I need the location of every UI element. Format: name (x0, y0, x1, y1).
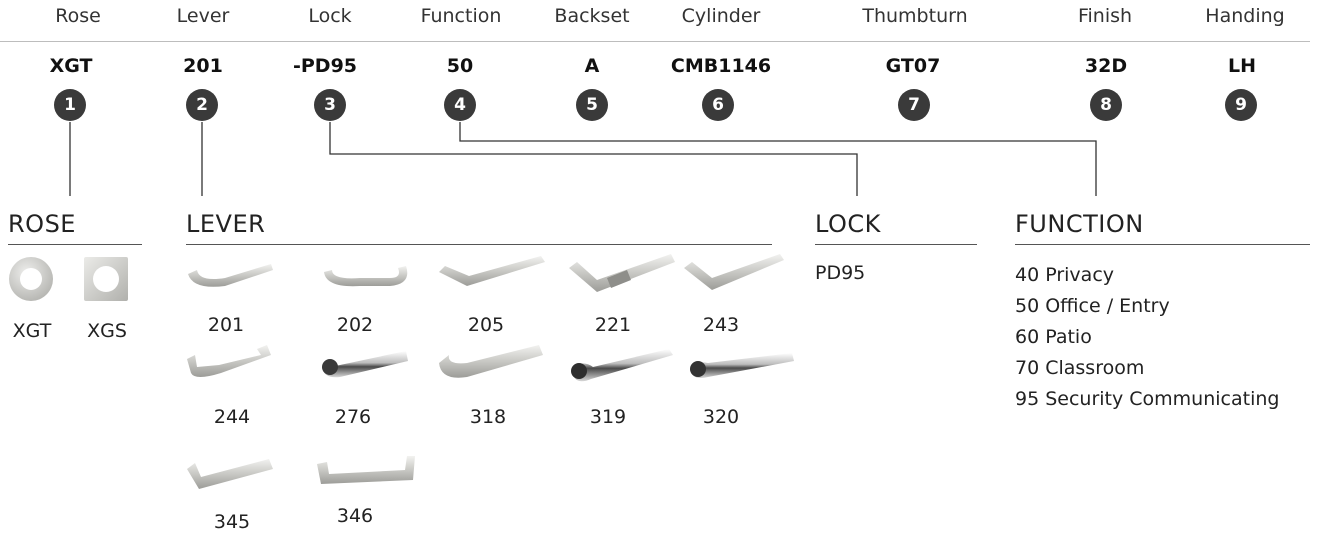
header-label-lock: Lock (308, 5, 352, 27)
number-badge-9: 9 (1225, 89, 1257, 121)
rose-xgs-image[interactable] (83, 256, 129, 302)
number-badge-5: 5 (576, 89, 608, 121)
lever-346-image[interactable] (315, 450, 415, 490)
lever-section-title: LEVER (186, 210, 266, 238)
lever-icon (187, 345, 271, 377)
number-badge-1: 1 (54, 89, 86, 121)
lever-option-319[interactable]: 319 (589, 406, 627, 428)
lever-section-divider (186, 244, 772, 245)
lever-option-205[interactable]: 205 (467, 314, 505, 336)
connector-lock (329, 122, 858, 196)
rose-section-divider (8, 244, 142, 245)
rose-section-title: ROSE (8, 210, 76, 238)
header-label-backset: Backset (554, 5, 630, 27)
code-backset: A (584, 55, 600, 77)
lever-202-image[interactable] (320, 256, 410, 296)
lever-318-image[interactable] (437, 345, 543, 385)
function-option-70[interactable]: 70 Classroom (1015, 357, 1145, 379)
header-label-finish: Finish (1077, 5, 1133, 27)
code-lever: 201 (183, 55, 223, 77)
number-badge-7: 7 (898, 89, 930, 121)
lever-option-244[interactable]: 244 (213, 406, 251, 428)
header-label-thumbturn: Thumbturn (862, 5, 968, 27)
code-function: 50 (446, 55, 474, 77)
lock-section-title: LOCK (815, 210, 881, 238)
code-handing: LH (1227, 55, 1257, 77)
rose-xgt-image[interactable] (8, 256, 54, 302)
number-badge-4: 4 (444, 89, 476, 121)
header-label-cylinder: Cylinder (681, 5, 761, 27)
lever-option-345[interactable]: 345 (213, 511, 251, 533)
lever-320-image[interactable] (686, 345, 794, 385)
lever-icon (439, 345, 543, 378)
lever-icon (690, 353, 794, 378)
code-thumbturn: GT07 (885, 55, 941, 77)
lever-icon (317, 456, 415, 484)
lever-icon (188, 264, 273, 287)
header-label-rose: Rose (55, 5, 101, 27)
header-label-function: Function (420, 5, 502, 27)
function-section-title: FUNCTION (1015, 210, 1144, 238)
lever-icon (187, 459, 273, 489)
lever-345-image[interactable] (185, 455, 275, 495)
lever-icon (322, 351, 408, 378)
lever-option-320[interactable]: 320 (702, 406, 740, 428)
lever-option-202[interactable]: 202 (336, 314, 374, 336)
function-option-40[interactable]: 40 Privacy (1015, 264, 1115, 286)
lever-244-image[interactable] (185, 343, 275, 383)
function-option-60[interactable]: 60 Patio (1015, 326, 1092, 348)
lever-option-221[interactable]: 221 (594, 314, 632, 336)
lever-221-image[interactable] (567, 252, 675, 292)
lever-icon (571, 349, 673, 382)
lever-option-318[interactable]: 318 (469, 406, 507, 428)
rose-option-xgs[interactable]: XGS (87, 320, 127, 342)
connector-function (459, 122, 1097, 196)
code-cylinder: CMB1146 (670, 55, 772, 77)
number-badge-8: 8 (1090, 89, 1122, 121)
lever-icon (569, 254, 675, 292)
lever-option-243[interactable]: 243 (702, 314, 740, 336)
function-option-50[interactable]: 50 Office / Entry (1015, 295, 1170, 317)
lever-243-image[interactable] (682, 254, 784, 294)
lever-option-201[interactable]: 201 (207, 314, 245, 336)
lever-319-image[interactable] (567, 345, 673, 385)
number-badge-3: 3 (314, 89, 346, 121)
lever-icon (684, 254, 784, 290)
number-badge-2: 2 (186, 89, 218, 121)
header-label-lever: Lever (176, 5, 230, 27)
round-rose-icon (9, 257, 53, 301)
square-rose-icon (84, 257, 128, 301)
function-option-95[interactable]: 95 Security Communicating (1015, 388, 1280, 410)
code-rose: XGT (49, 55, 93, 77)
lever-icon (324, 266, 408, 287)
code-finish: 32D (1084, 55, 1128, 77)
lever-276-image[interactable] (320, 345, 410, 385)
code-lock: -PD95 (292, 55, 358, 77)
lever-icon (439, 256, 545, 286)
lock-section-divider (815, 244, 977, 245)
header-label-handing: Handing (1205, 5, 1285, 27)
lever-option-276[interactable]: 276 (334, 406, 372, 428)
lock-option-pd95[interactable]: PD95 (815, 262, 866, 284)
lever-option-346[interactable]: 346 (336, 505, 374, 527)
function-section-divider (1015, 244, 1310, 245)
number-badge-6: 6 (702, 89, 734, 121)
lever-201-image[interactable] (185, 256, 275, 296)
rose-option-xgt[interactable]: XGT (12, 320, 52, 342)
lever-205-image[interactable] (437, 256, 545, 296)
header-divider (0, 41, 1310, 42)
